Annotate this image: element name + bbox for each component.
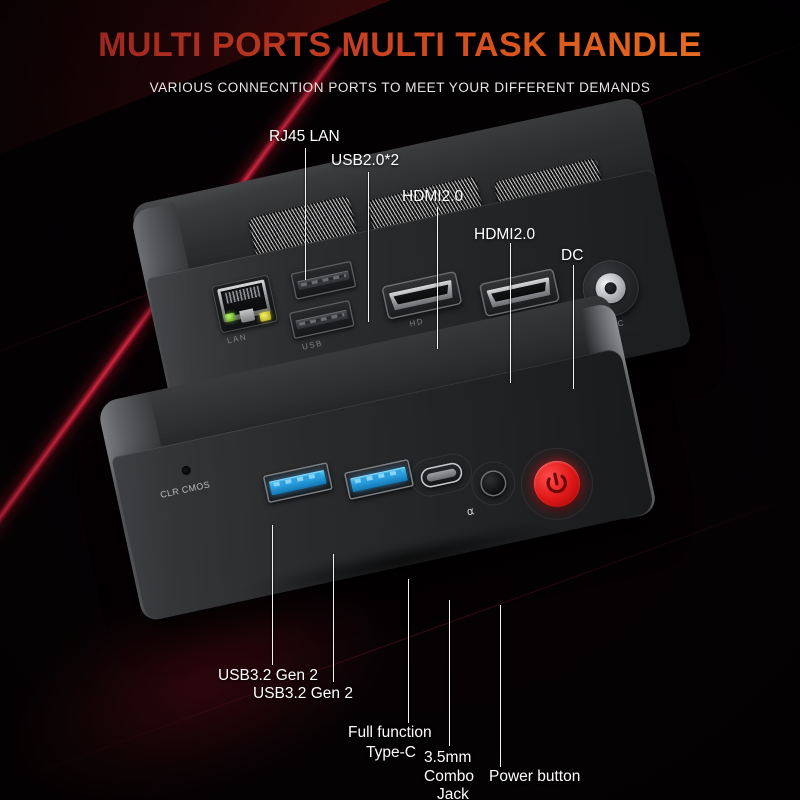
- rj45-lan-port: [211, 274, 279, 334]
- hdmi-1-marking: HD: [408, 316, 426, 329]
- usb32-port-1: [262, 461, 334, 504]
- rj45-tab: [239, 308, 256, 324]
- headphone-icon: ⍺: [465, 505, 476, 519]
- callout-usb32-2: USB3.2 Gen 2: [253, 685, 353, 702]
- page-title: MULTI PORTS MULTI TASK HANDLE: [0, 26, 800, 65]
- usb32-port-2: [343, 458, 415, 501]
- callout-jack-line1: 3.5mm: [424, 749, 472, 766]
- leader-line-dc: [573, 265, 575, 389]
- clr-cmos-label: CLR CMOS: [159, 479, 211, 500]
- device-front-panel: CLR CMOS ⍺: [96, 292, 660, 647]
- leader-line-usb32-2: [333, 554, 335, 682]
- callout-typec-line2: Type-C: [366, 744, 416, 761]
- leader-line-power: [500, 605, 502, 767]
- leader-line-rj45: [305, 148, 307, 280]
- callout-jack-line3: Jack: [437, 786, 469, 800]
- leader-line-hdmi2: [510, 243, 512, 383]
- leader-line-jack: [449, 600, 451, 746]
- usb2-port-lower: [288, 299, 355, 340]
- front-face: CLR CMOS ⍺: [111, 347, 656, 622]
- callout-usb32-1: USB3.2 Gen 2: [218, 667, 318, 684]
- callout-dc: DC: [561, 247, 584, 264]
- callout-usb2: USB2.0*2: [331, 152, 400, 169]
- usb-port-marking: USB: [301, 338, 324, 352]
- power-symbol-icon: [546, 472, 567, 494]
- callout-jack-line2: Combo: [424, 768, 474, 785]
- leader-line-typec: [408, 579, 410, 723]
- leader-line-hdmi1: [437, 207, 439, 349]
- power-button[interactable]: [529, 456, 585, 512]
- callout-power: Power button: [489, 768, 581, 785]
- usb32-tongue-1: [268, 469, 327, 496]
- rj45-led-green: [224, 312, 236, 323]
- lan-port-marking: LAN: [226, 332, 249, 346]
- usb2-tongue-lower: [295, 309, 349, 330]
- callout-rj45-lan: RJ45 LAN: [269, 128, 340, 145]
- leader-line-usb2: [368, 172, 370, 322]
- clr-cmos-pinhole: [180, 465, 192, 476]
- page-subtitle: VARIOUS CONNECNTION PORTS TO MEET YOUR D…: [149, 80, 651, 95]
- usb32-tongue-2: [350, 466, 408, 493]
- callout-hdmi1: HDMI2.0: [402, 188, 464, 205]
- callout-typec-line1: Full function: [348, 724, 432, 741]
- hdmi-port-1: [381, 270, 463, 320]
- usb2-port-upper: [290, 260, 357, 301]
- rj45-led-yellow: [258, 310, 272, 322]
- leader-line-usb32-1: [272, 525, 274, 665]
- callout-hdmi2: HDMI2.0: [474, 226, 536, 243]
